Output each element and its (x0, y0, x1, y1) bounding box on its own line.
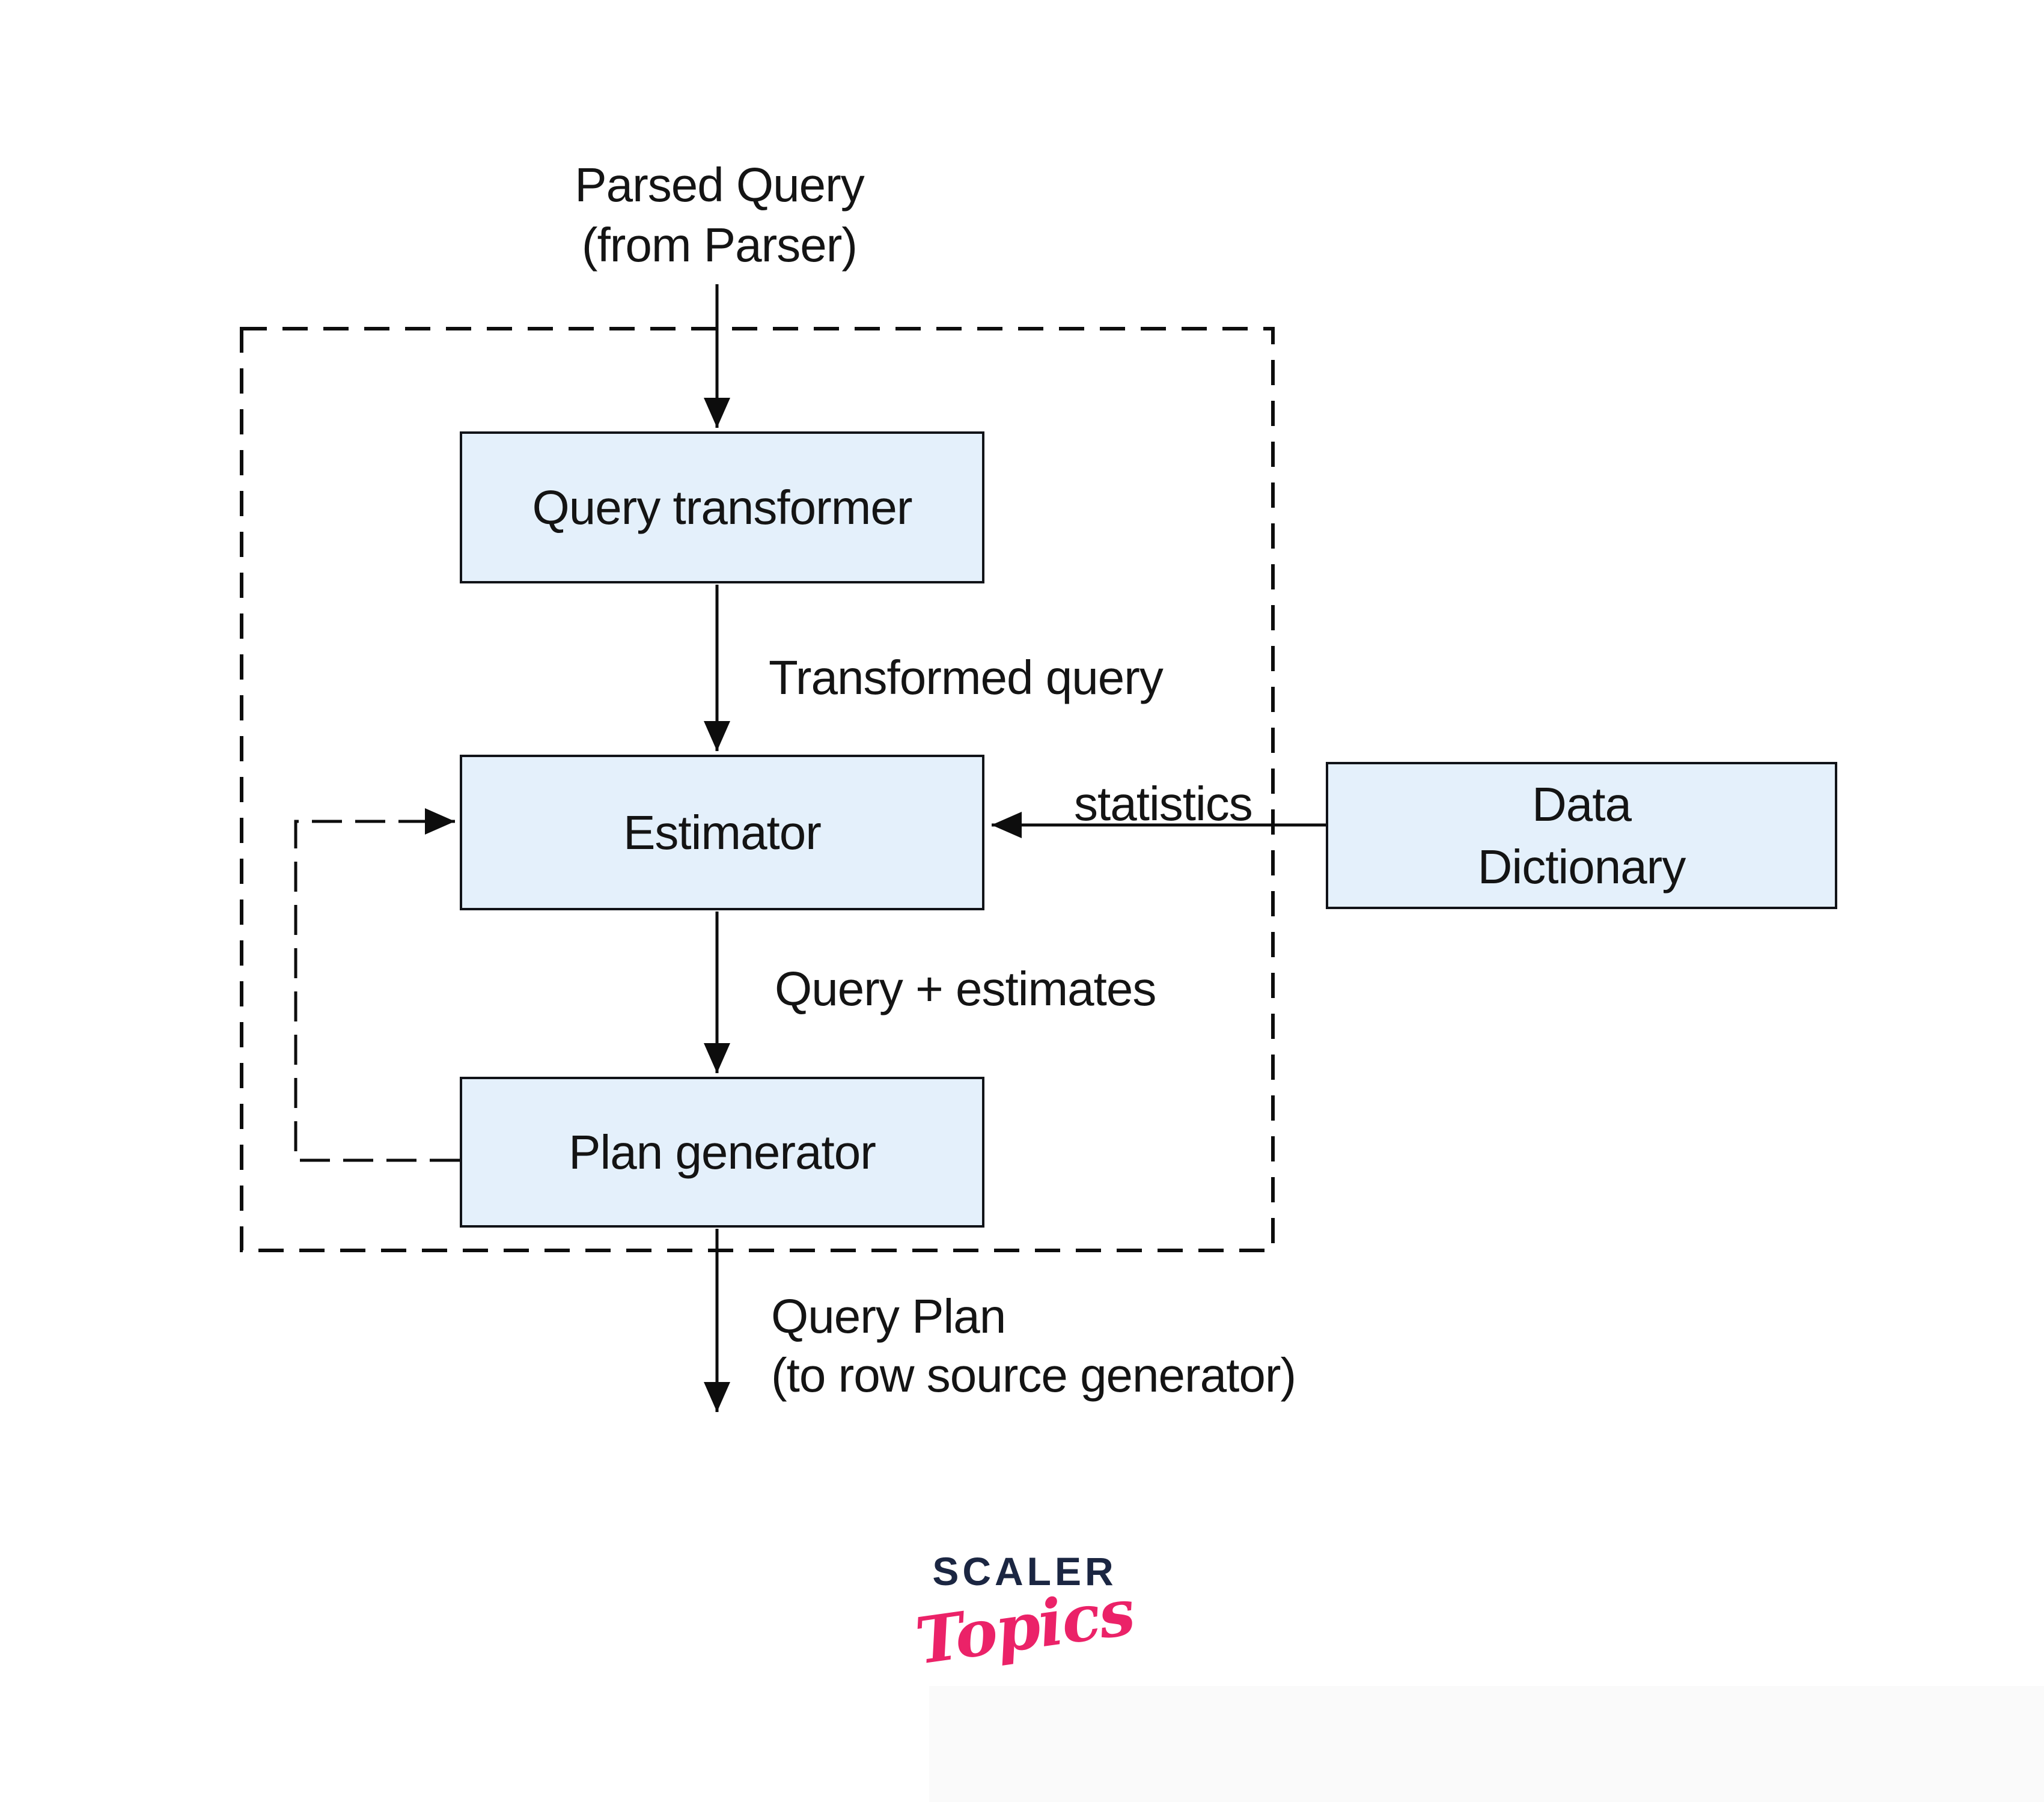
footer-background-band (929, 1686, 2044, 1802)
node-estimator-label: Estimator (623, 805, 822, 859)
node-plan-generator-label: Plan generator (569, 1125, 876, 1179)
edge-label-query-estimates: Query + estimates (775, 962, 1156, 1015)
node-data-dictionary-line2: Dictionary (1477, 839, 1686, 893)
input-label-line1: Parsed Query (575, 158, 865, 212)
node-query-transformer-label: Query transformer (532, 480, 912, 534)
optimizer-boundary-dashed-box (240, 327, 1275, 1252)
node-data-dictionary-label: Data Dictionary (1478, 773, 1686, 898)
node-estimator: Estimator (460, 755, 984, 910)
output-label-line1: Query Plan (771, 1289, 1006, 1343)
edge-label-transformed-query: Transformed query (769, 651, 1164, 704)
node-plan-generator: Plan generator (460, 1077, 984, 1228)
output-label-line2: (to row source generator) (771, 1348, 1296, 1402)
edge-label-statistics: statistics (1074, 777, 1253, 830)
output-label: Query Plan (to row source generator) (771, 1287, 1296, 1405)
input-label: Parsed Query (from Parser) (539, 155, 900, 275)
node-query-transformer: Query transformer (460, 431, 984, 583)
arrow-plan-generator-feedback-to-estimator (294, 808, 460, 1162)
node-data-dictionary-line1: Data (1532, 777, 1632, 831)
input-label-line2: (from Parser) (581, 218, 858, 272)
scaler-topics-logo: SCALER Topics (874, 1549, 1175, 1679)
node-data-dictionary: Data Dictionary (1326, 762, 1837, 909)
logo-brand-text: SCALER (932, 1549, 1117, 1593)
